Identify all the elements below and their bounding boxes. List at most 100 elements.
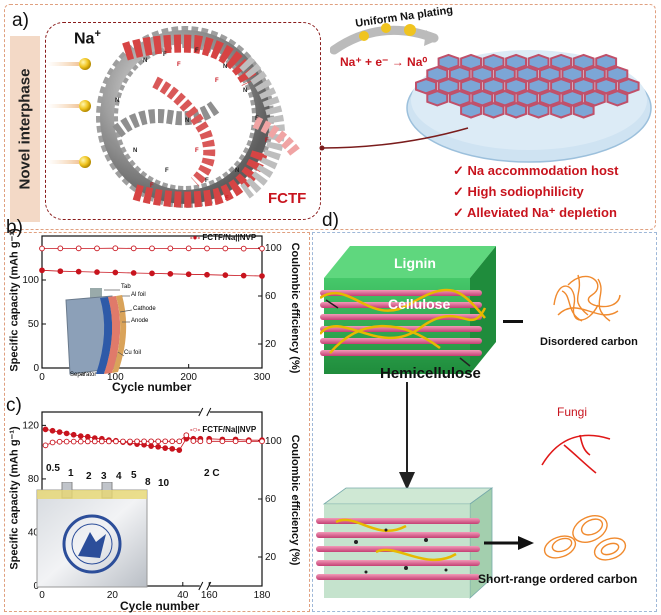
efficiency-point xyxy=(42,442,49,449)
axis-break-gap xyxy=(199,408,210,416)
svg-text:F: F xyxy=(165,168,169,174)
feature-1: ✓ Na accommodation host xyxy=(453,163,619,178)
honeycomb-cell xyxy=(572,77,595,95)
cell-layers-inset xyxy=(65,288,133,376)
efficiency-point xyxy=(204,245,210,252)
efficiency-point xyxy=(141,438,147,445)
x-tick-label: 0 xyxy=(39,590,45,601)
honeycomb-cell xyxy=(550,53,573,71)
efficiency-point xyxy=(183,432,190,439)
efficiency-point xyxy=(148,438,154,445)
y2-tick-label: 100 xyxy=(265,436,282,447)
x-tick-label: 40 xyxy=(177,590,189,601)
axis-break-mark xyxy=(198,407,204,417)
svg-text:N: N xyxy=(133,148,137,154)
panel-a-letter: a) xyxy=(12,10,29,31)
svg-text:N: N xyxy=(143,58,147,64)
efficiency-point xyxy=(169,438,176,445)
honeycomb-cell xyxy=(527,77,550,95)
efficiency-point xyxy=(56,438,63,445)
disordered-carbon-label: Disordered carbon xyxy=(540,336,638,348)
capacity-point xyxy=(56,429,63,435)
honeycomb-cell xyxy=(617,77,640,95)
x-tick-label: 160 xyxy=(201,590,218,601)
honeycomb-cell xyxy=(437,53,460,71)
svg-text:F: F xyxy=(150,183,154,189)
honeycomb-cell xyxy=(561,65,584,83)
plot-frame xyxy=(41,235,263,369)
y2-tick-label: 20 xyxy=(265,552,277,563)
efficiency-point xyxy=(245,438,252,445)
capacity-point xyxy=(75,268,82,275)
pouch-cell-photo xyxy=(36,482,148,588)
axis-break-gap xyxy=(199,582,210,590)
honeycomb-cell xyxy=(460,102,482,119)
honeycomb-cell xyxy=(460,53,482,71)
y-tick-label: 80 xyxy=(28,474,40,485)
x-tick-label: 180 xyxy=(254,590,271,601)
y-tick-label: 50 xyxy=(28,319,40,330)
x-tick-label: 20 xyxy=(107,590,119,601)
reduction-reaction: Na⁺ + e⁻ → Na⁰ xyxy=(340,55,428,69)
rate-label-3: 3 xyxy=(101,471,107,482)
fungi-icon xyxy=(541,434,611,474)
efficiency-point xyxy=(197,438,204,445)
capacity-point xyxy=(130,270,137,276)
honeycomb-cell xyxy=(482,102,505,119)
efficiency-point xyxy=(190,438,197,444)
x-tick-label: 100 xyxy=(107,372,124,383)
efficiency-point xyxy=(120,438,126,445)
lignin-label: Lignin xyxy=(394,255,436,271)
short-range-carbon-icon xyxy=(543,515,627,561)
inset-label-cathode: Cathode xyxy=(133,306,156,312)
efficiency-point xyxy=(75,245,82,252)
efficiency-point xyxy=(49,439,56,446)
honeycomb-cell xyxy=(493,90,516,107)
efficiency-point xyxy=(57,245,64,252)
honeycomb-cell xyxy=(516,65,539,83)
honeycomb-cell xyxy=(493,65,516,83)
novel-interphase-bar xyxy=(10,36,40,222)
honeycomb-cell xyxy=(583,90,606,107)
na-ion-ball-2 xyxy=(47,100,91,112)
novel-interphase-label: Novel interphase xyxy=(16,68,34,190)
honeycomb-cell xyxy=(448,90,471,107)
honeycomb-cell xyxy=(482,77,505,95)
honeycomb-cell xyxy=(426,90,449,107)
biomass-block xyxy=(320,246,496,374)
honeycomb-cells xyxy=(415,53,640,119)
y2-tick-label: 60 xyxy=(265,291,277,302)
y2-tick-label: 20 xyxy=(265,339,277,350)
efficiency-point xyxy=(70,438,77,445)
honeycomb-cell xyxy=(415,77,437,95)
honeycomb-cell xyxy=(550,102,573,119)
right-arrow xyxy=(484,536,534,550)
svg-text:F: F xyxy=(225,196,229,202)
rate-label-0.5: 0.5 xyxy=(46,463,60,474)
honeycomb-cell xyxy=(437,77,460,95)
rate-label-5: 5 xyxy=(131,470,137,481)
panel-d-border xyxy=(312,232,657,612)
fungi-label: Fungi xyxy=(557,405,588,419)
na-ion-ball-3 xyxy=(47,156,91,168)
chart-c-legend: -○- FCTF/Na||NVP xyxy=(190,425,257,434)
rate-label-4: 4 xyxy=(116,471,122,482)
framework-box xyxy=(45,22,321,220)
svg-text:F: F xyxy=(215,78,219,84)
efficiency-point xyxy=(162,438,169,445)
efficiency-point xyxy=(63,438,70,445)
capacity-point xyxy=(185,271,192,278)
efficiency-point xyxy=(240,245,247,252)
efficiency-point xyxy=(219,438,226,445)
capacity-point xyxy=(222,272,229,279)
honeycomb-cell xyxy=(583,65,606,83)
efficiency-point xyxy=(155,438,162,445)
disordered-carbon-icon xyxy=(553,274,621,322)
svg-text:F: F xyxy=(177,62,181,68)
rate-label-8: 8 xyxy=(145,477,151,488)
efficiency-point xyxy=(106,438,112,445)
honeycomb-cell xyxy=(505,102,527,119)
x-tick-label: 300 xyxy=(254,372,271,383)
honeycomb-cell xyxy=(426,65,449,83)
